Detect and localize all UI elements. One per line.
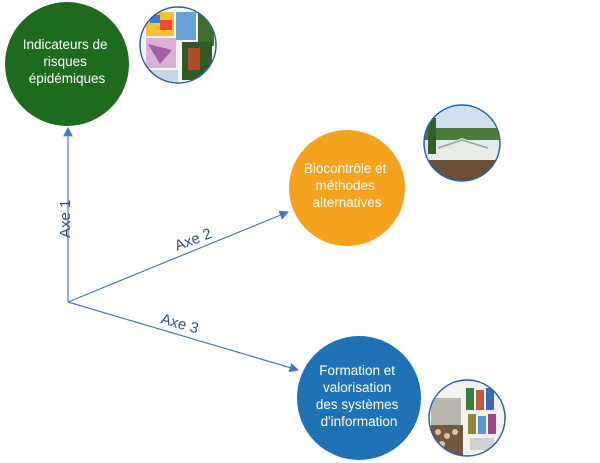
thumbnail-border — [428, 379, 506, 457]
node-label-line: méthodes — [315, 178, 375, 193]
thumbnail-training-image — [429, 380, 505, 456]
node-label: Biocontrôle et méthodes alternatives — [304, 161, 390, 210]
thumbnail-maps-image — [140, 7, 216, 83]
node-circle — [297, 336, 421, 460]
axis-3-label: Axe 3 — [159, 311, 201, 338]
node-label-line: épidémiques — [29, 71, 106, 86]
node-label-line: alternatives — [312, 195, 381, 210]
node-label-line: Formation et — [319, 363, 395, 378]
axis-1-label: Axe 1 — [57, 200, 74, 238]
axis-2-arrow — [67, 210, 290, 303]
thumbnail-border — [139, 6, 217, 84]
node-label-line: Biocontrôle et — [304, 161, 387, 176]
node-formation: Formation et valorisation des systèmes d… — [297, 336, 421, 460]
node-circle — [289, 130, 405, 246]
node-label-line: des systèmes — [316, 397, 399, 412]
node-circle — [5, 2, 129, 126]
node-label-line: risques — [43, 54, 87, 69]
node-indicateurs: Indicateurs de risques épidémiques — [5, 2, 129, 126]
node-label: Indicateurs de risques épidémiques — [23, 37, 112, 86]
thumbnail-border — [423, 104, 501, 182]
node-label-line: d'information — [321, 414, 398, 429]
node-label: Formation et valorisation des systèmes d… — [316, 363, 402, 429]
node-label-line: Indicateurs de — [23, 37, 108, 52]
axis-3-arrow — [67, 301, 300, 373]
node-biocontrole: Biocontrôle et méthodes alternatives — [289, 130, 405, 246]
node-label-line: valorisation — [323, 380, 391, 395]
